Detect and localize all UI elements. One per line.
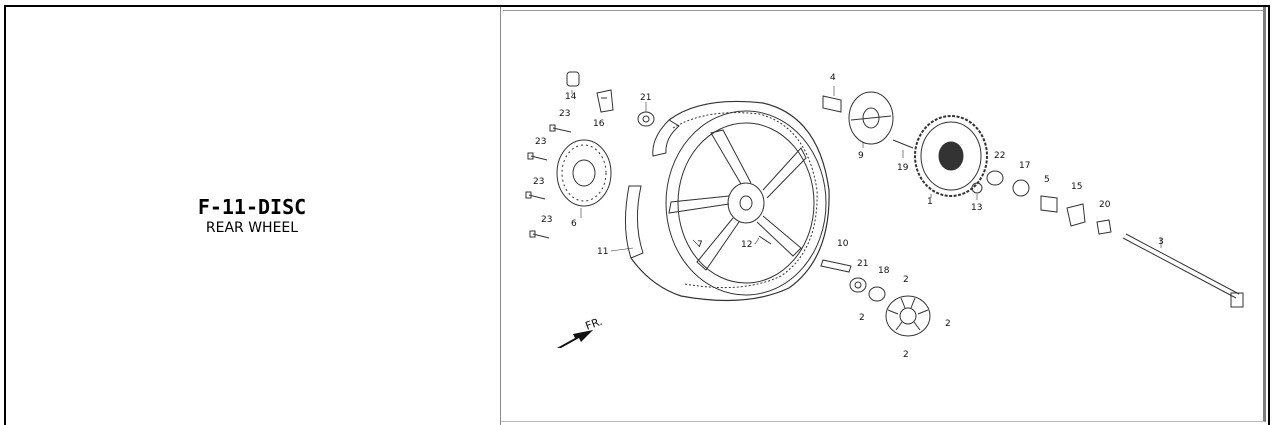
front-direction-arrow: FR. (557, 315, 604, 348)
callout: 4 (830, 73, 836, 83)
nut-13 (971, 182, 983, 194)
diagram-panel-top-line (503, 10, 1263, 11)
callout: 1 (927, 197, 933, 207)
callout: 6 (571, 219, 577, 229)
column-divider (500, 7, 501, 425)
diagram-panel (501, 7, 1266, 422)
callout: 10 (837, 239, 849, 249)
callout: 9 (858, 151, 864, 161)
callout: 7 (697, 240, 703, 250)
tire (624, 100, 830, 302)
disc-bolts (525, 124, 572, 239)
bearing-21-lower (849, 277, 867, 293)
callout: 23 (541, 215, 552, 225)
callout: 13 (971, 203, 982, 213)
callout: 2 (859, 313, 865, 323)
oring-18 (868, 286, 886, 302)
brake-disc (556, 139, 612, 207)
spacer-5 (1040, 195, 1058, 213)
callout: 23 (535, 137, 546, 147)
callout: 2 (903, 350, 909, 360)
bracket-15 (1066, 203, 1086, 227)
seal-17 (1012, 179, 1030, 197)
valve-12 (758, 235, 772, 245)
title-block: F-11-DISC REAR WHEEL (4, 195, 500, 237)
callout: 3 (1158, 237, 1164, 247)
nut-20 (1096, 219, 1112, 235)
exploded-diagram: FR. 14 16 21 23 23 23 23 6 11 7 12 4 9 1… (525, 71, 1244, 360)
axle-3 (1122, 233, 1244, 308)
pin-19 (892, 139, 914, 149)
callout: 11 (597, 247, 608, 257)
nut-14 (566, 71, 580, 87)
bracket-16 (596, 89, 614, 113)
callouts: 14 16 21 23 23 23 23 6 11 7 12 4 9 19 1 … (533, 73, 1164, 360)
callout: 5 (1044, 175, 1050, 185)
sprocket-hub (822, 91, 894, 145)
callout: 21 (640, 93, 651, 103)
callout: 20 (1099, 200, 1111, 210)
callout: 23 (533, 177, 544, 187)
callout: 15 (1071, 182, 1082, 192)
callout: 12 (741, 240, 752, 250)
direction-label: FR. (584, 315, 604, 333)
sprocket (914, 115, 988, 197)
callout: 17 (1019, 161, 1030, 171)
callout: 22 (994, 151, 1005, 161)
wheel-rim (665, 110, 827, 296)
section-code: F-11-DISC (197, 195, 307, 219)
damper-rubber (885, 295, 931, 337)
bearing-21 (637, 111, 655, 127)
callout: 14 (565, 92, 577, 102)
page-frame (4, 5, 1270, 425)
callout: 2 (945, 319, 951, 329)
bearing-22 (986, 170, 1004, 186)
callout: 23 (559, 109, 570, 119)
section-subtitle: REAR WHEEL (205, 220, 299, 236)
callout: 19 (897, 163, 909, 173)
collar-10 (820, 259, 852, 273)
callout: 18 (878, 266, 890, 276)
callout: 21 (857, 259, 868, 269)
callout: 16 (593, 119, 605, 129)
callout: 2 (903, 275, 909, 285)
